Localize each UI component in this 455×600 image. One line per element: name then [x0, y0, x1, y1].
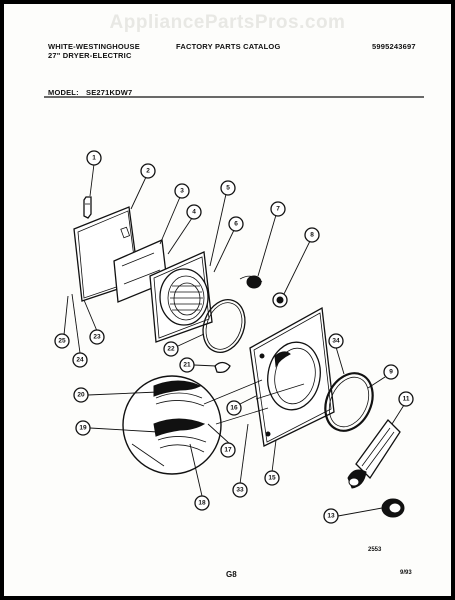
callout-20-label: 20 [77, 392, 85, 399]
callout-8: 8 [304, 227, 320, 243]
callout-16: 16 [226, 400, 242, 416]
callout-11: 11 [398, 391, 414, 407]
callout-11-label: 11 [403, 396, 410, 403]
callout-3-label: 3 [180, 188, 184, 195]
callout-8-label: 8 [310, 232, 314, 239]
detail-magnifier [122, 375, 269, 475]
parts-diagram-sheet: AppliancePartsPros.com WHITE-WESTINGHOUS… [4, 4, 451, 596]
watermark: AppliancePartsPros.com [109, 12, 346, 33]
date-code: 9/93 [400, 570, 412, 576]
callout-33: 33 [232, 482, 248, 498]
callout-21: 21 [179, 357, 195, 373]
callout-17: 17 [220, 442, 236, 458]
drawing-number: 2553 [368, 547, 382, 553]
page-code: G8 [226, 570, 237, 579]
callout-17-label: 17 [224, 447, 232, 454]
callout-7: 7 [270, 201, 286, 217]
callout-23: 23 [89, 329, 105, 345]
callout-19-label: 19 [79, 425, 87, 432]
callout-5: 5 [220, 180, 236, 196]
callout-24-label: 24 [76, 357, 84, 364]
model-value: SE271KDW7 [86, 88, 133, 97]
callout-23-label: 23 [93, 334, 101, 341]
callout-13-label: 13 [327, 513, 335, 520]
brand-line-1: WHITE-WESTINGHOUSE [48, 42, 140, 51]
callout-25: 25 [54, 333, 70, 349]
model-label: MODEL: [48, 88, 79, 97]
part-1-clip [83, 196, 92, 219]
callout-18-label: 18 [198, 500, 206, 507]
leader-lines [63, 163, 405, 517]
callout-21-label: 21 [183, 362, 191, 369]
callout-6-label: 6 [234, 221, 238, 228]
callout-22: 22 [163, 341, 179, 357]
part-7-knob [239, 275, 263, 289]
callout-16-label: 16 [230, 405, 238, 412]
callout-25-label: 25 [58, 338, 66, 345]
callout-24: 24 [72, 352, 88, 368]
callout-1: 1 [86, 150, 102, 166]
part-22-seal-ring [202, 299, 246, 353]
callout-1-label: 1 [92, 155, 96, 162]
callout-20: 20 [73, 387, 89, 403]
part-21-clip [214, 361, 231, 374]
callout-3: 3 [174, 183, 190, 199]
callout-18: 18 [194, 495, 210, 511]
callout-9-label: 9 [389, 369, 393, 376]
callout-7-label: 7 [276, 206, 280, 213]
catalog-title: FACTORY PARTS CATALOG [176, 42, 281, 51]
part-13-grommet [381, 498, 405, 518]
callout-6: 6 [228, 216, 244, 232]
part-16-front-bulkhead [249, 306, 335, 447]
callout-9: 9 [383, 364, 399, 380]
callout-19: 19 [75, 420, 91, 436]
callout-22-label: 22 [167, 346, 175, 353]
part-11-lint-duct [347, 419, 401, 489]
callout-33-label: 33 [236, 487, 244, 494]
catalog-number: 5995243697 [372, 42, 416, 51]
part-8-bearing [272, 292, 288, 308]
callout-34: 34 [328, 333, 344, 349]
callout-15: 15 [264, 470, 280, 486]
callout-4-label: 4 [192, 209, 196, 216]
callout-13: 13 [323, 508, 339, 524]
callout-15-label: 15 [268, 475, 276, 482]
part-34-felt-ring [324, 372, 374, 432]
exploded-view-drawing: 1 2 3 4 5 6 7 8 9 11 13 15 16 17 18 19 2… [44, 96, 424, 524]
callout-34-label: 34 [332, 338, 340, 345]
callout-5-label: 5 [226, 185, 230, 192]
callout-2: 2 [140, 163, 156, 179]
callout-4: 4 [186, 204, 202, 220]
part-6-front-plate [149, 251, 213, 343]
callout-2-label: 2 [146, 168, 150, 175]
brand-line-2: 27" DRYER-ELECTRIC [48, 51, 132, 60]
